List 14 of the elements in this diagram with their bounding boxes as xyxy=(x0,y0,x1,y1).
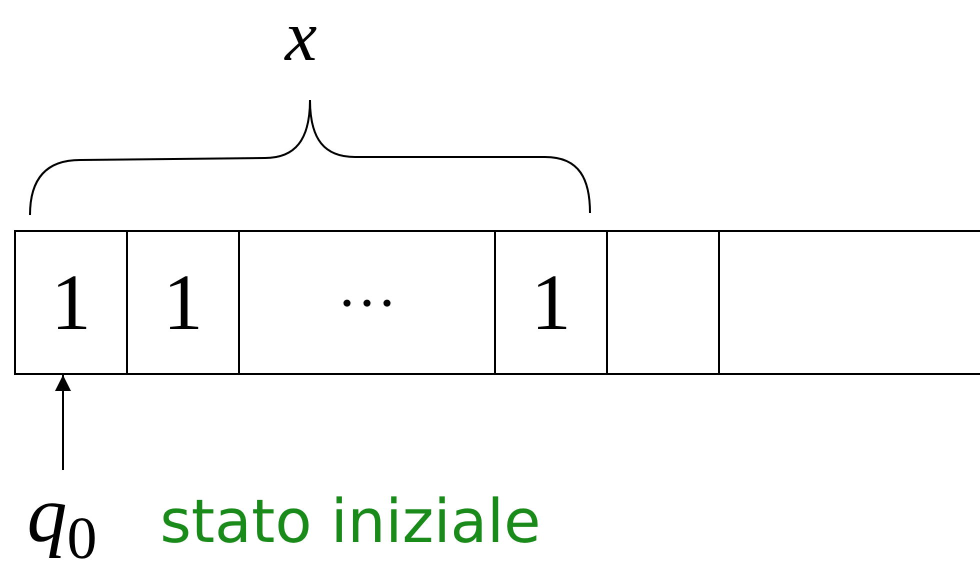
tape-symbol: ··· xyxy=(337,272,397,332)
tape-symbol: 1 xyxy=(163,262,203,342)
state-label: q$_{0}$ xyxy=(27,474,97,568)
tape-cell xyxy=(606,230,718,375)
note-text: stato iniziale xyxy=(160,492,541,552)
tape-symbol: 1 xyxy=(531,262,571,342)
tape-cell xyxy=(718,230,980,375)
tape-cell xyxy=(14,230,126,375)
arrow xyxy=(55,375,71,470)
tape-symbol: 1 xyxy=(51,262,91,342)
tape-cell xyxy=(126,230,238,375)
tape-cell xyxy=(494,230,606,375)
tape-cell xyxy=(238,230,494,375)
variable-label: x xyxy=(285,0,317,72)
